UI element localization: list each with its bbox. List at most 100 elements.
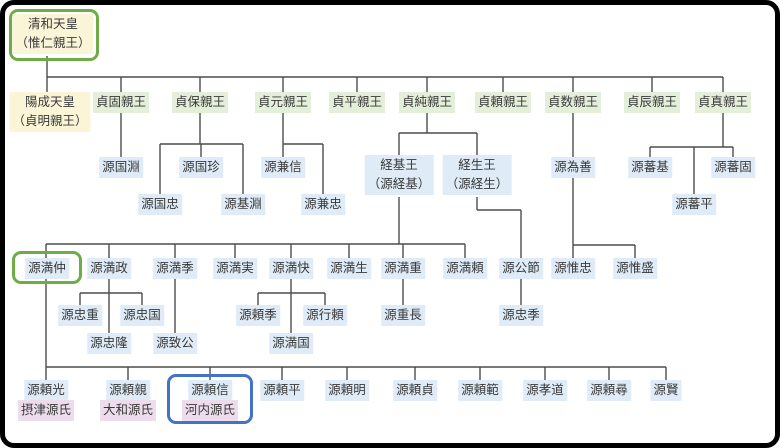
node-label: 貞数親王 xyxy=(547,95,599,109)
node-label: 源頼明 xyxy=(328,383,366,397)
node-yamato-genji: 大和源氏 xyxy=(99,400,157,421)
highlight-seiwa-tenno xyxy=(9,9,99,61)
node-yorihiro: 源頼尋 xyxy=(587,380,631,401)
node-minamotonoken: 源賢 xyxy=(650,380,682,401)
node-label: 貞保親王 xyxy=(174,95,226,109)
node-yukiyori: 源行頼 xyxy=(303,305,347,326)
node-tadasue: 源忠季 xyxy=(499,305,543,326)
node-label: 経基王 xyxy=(380,158,418,172)
node-label: 源惟盛 xyxy=(616,261,654,275)
node-label: 源国珍 xyxy=(182,160,220,174)
node-mitsunaka: 源満仲 xyxy=(25,258,69,279)
node-tadashige: 源忠重 xyxy=(58,305,102,326)
node-label: 源蕃固 xyxy=(714,160,752,174)
node-label: 源蕃基 xyxy=(631,160,669,174)
node-label: 源満頼 xyxy=(446,261,484,275)
node-label: 源頼季 xyxy=(239,308,277,322)
node-label: 貞辰親王 xyxy=(626,95,678,109)
node-sadayasu: 貞保親王 xyxy=(171,92,229,113)
node-sadatoki: 貞辰親王 xyxy=(623,92,681,113)
node-label: 大和源氏 xyxy=(102,403,154,417)
node-label: 源忠隆 xyxy=(90,336,128,350)
node-kanetada: 源兼忠 xyxy=(301,194,345,215)
node-label: 源満生 xyxy=(330,261,368,275)
highlight-minamoto-no-yorinobu xyxy=(167,374,253,424)
node-label: 源忠国 xyxy=(123,308,161,322)
node-label: 源賢 xyxy=(653,383,679,397)
node-label: 源蕃平 xyxy=(675,197,713,211)
node-label: 源忠季 xyxy=(502,308,540,322)
node-label: 源満国 xyxy=(272,336,310,350)
node-label: 源為善 xyxy=(554,160,592,174)
node-shigehira: 源蕃平 xyxy=(672,194,716,215)
node-label: 清和天皇 xyxy=(27,17,79,31)
tree-nodes: 清和天皇 （惟仁親王） 陽成天皇 （貞明親王） 貞固親王 貞保親王 貞元親王 貞平親王 貞純親王… xyxy=(5,5,775,443)
node-label: 源公節 xyxy=(502,261,540,275)
node-label: 源致公 xyxy=(156,336,194,350)
node-yoriaki: 源頼明 xyxy=(325,380,369,401)
node-sadakata: 貞固親王 xyxy=(92,92,150,113)
node-yorihira: 源頼平 xyxy=(260,380,304,401)
node-label: 源満実 xyxy=(216,261,254,275)
highlight-layer xyxy=(5,5,775,443)
node-mitsuyori: 源満頼 xyxy=(443,258,487,279)
node-label: 経生王 xyxy=(458,158,496,172)
node-label: 源忠重 xyxy=(61,308,99,322)
node-sadamoto: 貞元親王 xyxy=(254,92,312,113)
node-shigenaga: 源重長 xyxy=(381,305,425,326)
node-shigekata: 源蕃固 xyxy=(711,157,755,178)
node-label: 源頼平 xyxy=(263,383,301,397)
node-yozei: 陽成天皇 （貞明親王） xyxy=(9,92,91,132)
node-mitsumasa: 源満政 xyxy=(87,258,131,279)
node-label: 源重長 xyxy=(384,308,422,322)
node-sadasane: 貞真親王 xyxy=(694,92,752,113)
node-label: 源満重 xyxy=(384,261,422,275)
node-label: 源満仲 xyxy=(28,261,66,275)
node-kuniyoshi: 源国珍 xyxy=(179,157,223,178)
node-mitsusue: 源満季 xyxy=(153,258,197,279)
node-label: 貞固親王 xyxy=(95,95,147,109)
node-tadataka: 源忠隆 xyxy=(87,333,131,354)
node-label: （惟仁親王） xyxy=(15,36,91,50)
connector-lines xyxy=(45,56,734,380)
node-label: 貞平親王 xyxy=(331,95,383,109)
node-label: 源頼信 xyxy=(191,383,229,397)
node-label: 陽成天皇 xyxy=(24,95,76,109)
node-motofuchi: 源基淵 xyxy=(221,194,265,215)
node-label: 源頼光 xyxy=(27,383,65,397)
node-munekimi: 源致公 xyxy=(153,333,197,354)
node-label: 河内源氏 xyxy=(184,403,236,417)
highlight-minamoto-no-mitsunaka xyxy=(12,251,82,284)
node-label: 源頼範 xyxy=(461,383,499,397)
node-label: 源満政 xyxy=(90,261,128,275)
node-mitsukuni: 源満国 xyxy=(269,333,313,354)
node-label: （源経基） xyxy=(367,177,431,191)
node-yorinori: 源頼範 xyxy=(458,380,502,401)
node-kiminori: 源公節 xyxy=(499,258,543,279)
node-kunitada: 源国忠 xyxy=(138,194,182,215)
node-label: 貞元親王 xyxy=(257,95,309,109)
node-sadahira: 貞平親王 xyxy=(328,92,386,113)
node-label: 源満季 xyxy=(156,261,194,275)
node-sadayori: 貞頼親王 xyxy=(474,92,532,113)
node-label: 摂津源氏 xyxy=(20,403,72,417)
node-label: 源頼親 xyxy=(109,383,147,397)
node-label: 源兼忠 xyxy=(304,197,342,211)
node-mitsunari: 源満生 xyxy=(327,258,371,279)
node-label: 源兼信 xyxy=(264,160,302,174)
node-seiwa: 清和天皇 （惟仁親王） xyxy=(12,14,94,54)
node-label: （貞明親王） xyxy=(12,114,88,128)
node-sadazumi: 貞純親王 xyxy=(398,92,456,113)
node-sadakazu: 貞数親王 xyxy=(544,92,602,113)
node-takamichi: 源孝道 xyxy=(523,380,567,401)
node-shigemoto: 源蕃基 xyxy=(628,157,672,178)
node-label: 源国忠 xyxy=(141,197,179,211)
node-kawachi-genji: 河内源氏 xyxy=(181,400,239,421)
node-kunifuchi: 源国淵 xyxy=(99,157,143,178)
node-yorisue: 源頼季 xyxy=(236,305,280,326)
node-yorimitsu: 源頼光 xyxy=(24,380,68,401)
node-tsunemoto: 経基王 （源経基） xyxy=(364,155,434,195)
node-yorisada: 源頼貞 xyxy=(393,380,437,401)
